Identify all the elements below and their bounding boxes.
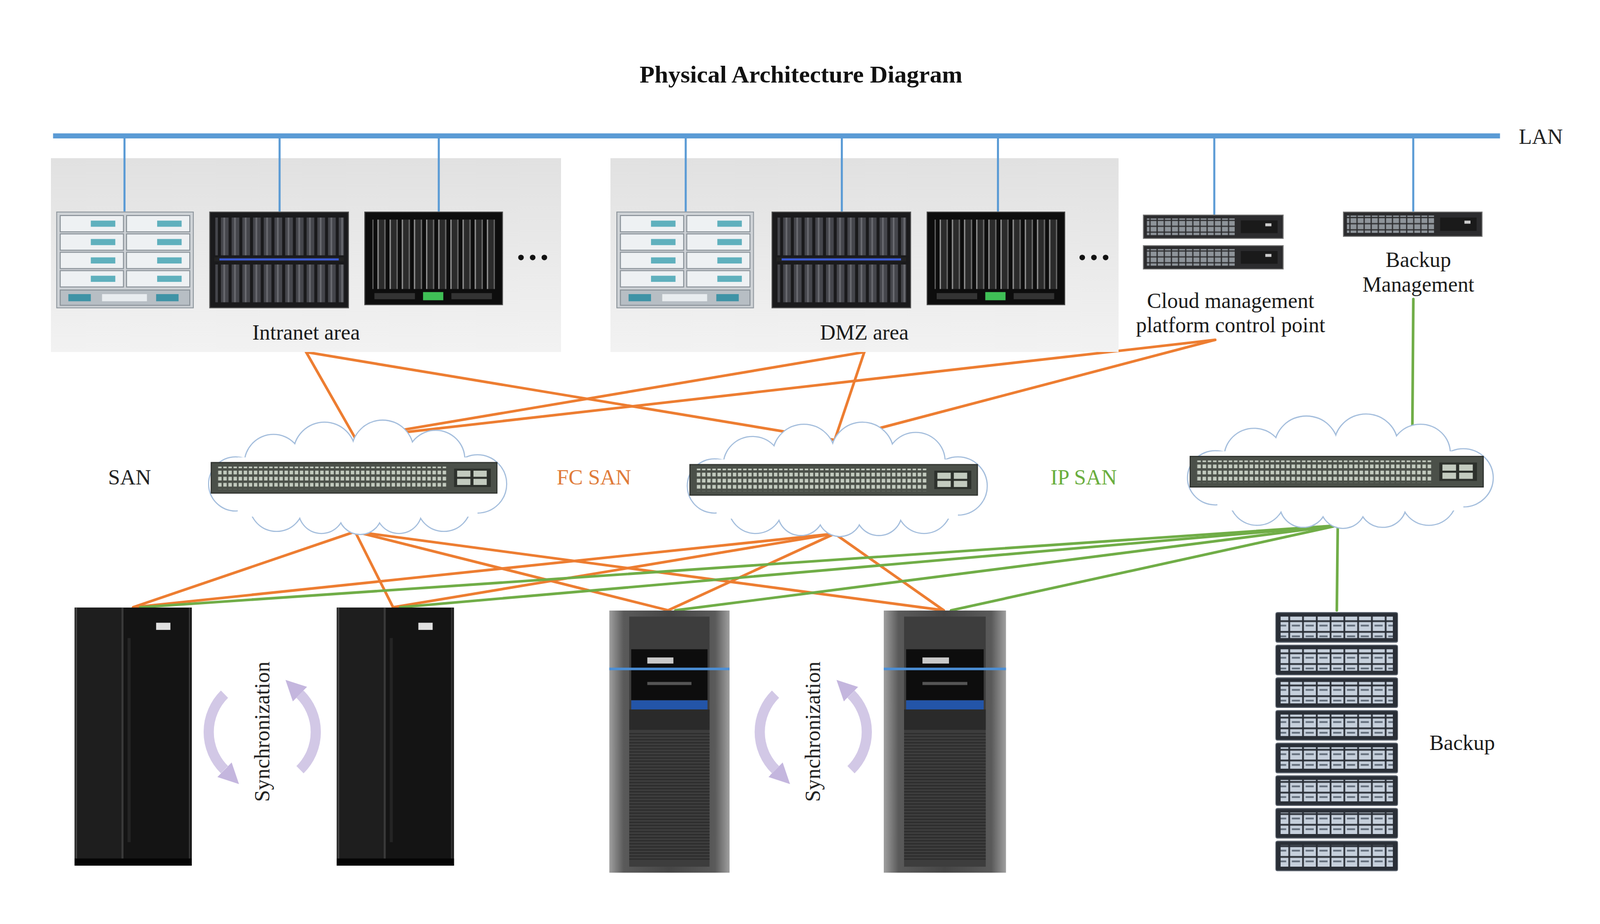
fc-san-link xyxy=(354,351,865,438)
lan-bus-part xyxy=(840,135,843,212)
synchronization-arrows-part xyxy=(208,693,225,770)
fc-san-link xyxy=(354,531,393,607)
san-switch-clouds-part xyxy=(1188,414,1493,528)
server-illustrations-part xyxy=(56,212,194,308)
fc-san-link xyxy=(392,533,835,607)
san-switch-clouds-part xyxy=(688,422,988,536)
server-illustrations-part xyxy=(1143,215,1284,239)
fc-san-link xyxy=(354,339,1215,438)
network-label: SAN xyxy=(108,465,152,490)
fc-san-link xyxy=(834,339,1216,440)
ip-san-link xyxy=(1337,525,1339,611)
ip-san-link xyxy=(1412,299,1414,426)
area-label: DMZ area xyxy=(820,320,909,346)
storage-illustrations xyxy=(74,607,1399,873)
server-illustrations-part xyxy=(1343,212,1483,237)
synchronization-arrows xyxy=(208,693,867,770)
lan-bus-part xyxy=(278,135,281,212)
node-label: Backup xyxy=(1429,730,1495,756)
lan-bus-part xyxy=(52,133,1500,139)
storage-illustrations-part xyxy=(336,607,454,866)
synchronization-arrows-part xyxy=(851,693,867,770)
node-label: Cloud management platform control point xyxy=(1122,288,1340,339)
server-illustrations-part xyxy=(209,212,349,308)
node-label: Backup Management xyxy=(1336,247,1500,298)
fc-san-link xyxy=(834,533,944,610)
server-illustrations-part xyxy=(364,212,503,305)
network-label: LAN xyxy=(1518,124,1563,150)
lan-bus xyxy=(52,135,1500,215)
area-label: Intranet area xyxy=(252,320,360,346)
lan-bus-part xyxy=(684,135,687,212)
ip-san-link xyxy=(675,525,1338,611)
ip-san-link xyxy=(951,525,1338,611)
diagram-title: Physical Architecture Diagram xyxy=(639,60,963,89)
synchronization-arrows-part xyxy=(759,693,776,770)
sync-label: Synchronization xyxy=(250,661,275,802)
lan-bus-part xyxy=(1412,135,1415,212)
synchronization-arrows-part xyxy=(300,693,316,770)
storage-illustrations-part xyxy=(1275,612,1399,871)
lan-bus-part xyxy=(996,135,999,212)
server-illustrations-part xyxy=(1143,245,1284,270)
server-illustrations-part xyxy=(616,212,754,308)
network-label: IP SAN xyxy=(1050,465,1117,490)
server-illustrations xyxy=(56,212,1483,308)
sync-label: Synchronization xyxy=(800,661,826,802)
ip-san-link xyxy=(140,525,1339,607)
lan-bus-part xyxy=(1213,135,1216,215)
network-label: FC SAN xyxy=(556,465,632,490)
lan-bus-part xyxy=(437,135,440,212)
san-switch-clouds xyxy=(209,414,1493,537)
ellipsis-mark: … xyxy=(515,227,551,268)
storage-illustrations-part xyxy=(608,610,730,873)
san-switch-clouds-part xyxy=(209,420,507,534)
lan-bus-part xyxy=(123,135,126,212)
ellipsis-mark: … xyxy=(1076,227,1112,268)
storage-illustrations-part xyxy=(74,607,192,866)
fc-san-link xyxy=(354,531,944,610)
fc-san-link xyxy=(132,533,835,607)
storage-illustrations-part xyxy=(883,610,1007,873)
server-illustrations-part xyxy=(927,212,1066,305)
ip-san-link xyxy=(399,525,1338,607)
server-illustrations-part xyxy=(772,212,911,308)
